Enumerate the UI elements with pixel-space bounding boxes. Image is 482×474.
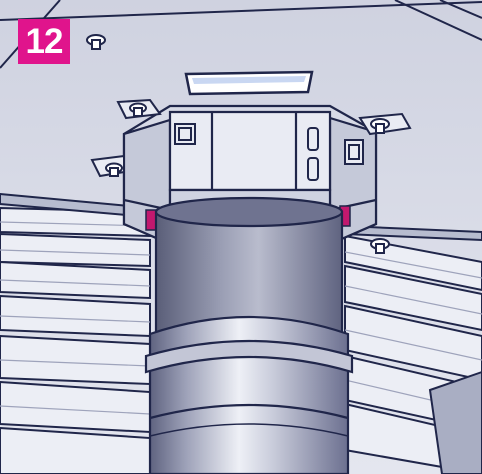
ceiling-beam: [428, 370, 482, 474]
inner-pipe: [154, 196, 344, 334]
screw-icon: [86, 34, 390, 254]
step-number-badge: [18, 19, 70, 64]
step-number: 12: [25, 21, 64, 61]
outer-pipe: [144, 315, 354, 474]
collar-accent-left: [145, 209, 157, 231]
mounting-bracket-icon: [174, 123, 364, 181]
ceiling-slot-icon: [184, 70, 314, 96]
